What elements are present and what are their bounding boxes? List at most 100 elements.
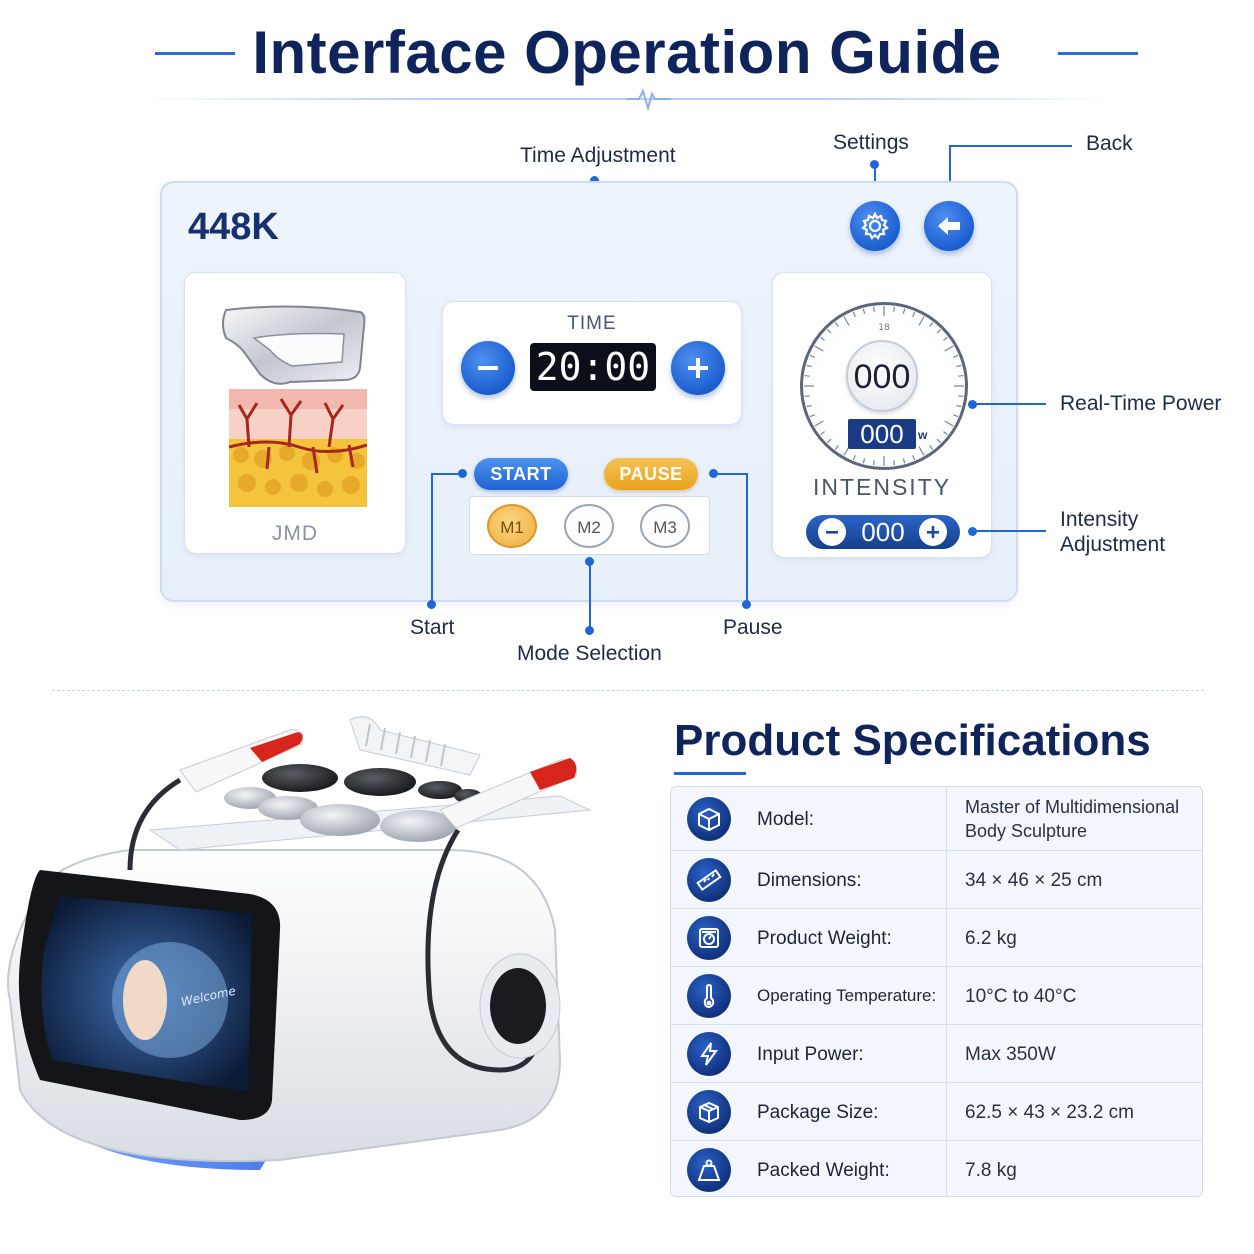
callout-time-adjustment: Time Adjustment <box>520 144 676 167</box>
gauge-tick <box>820 336 825 341</box>
gauge-tick <box>944 420 954 427</box>
arrow-left-icon <box>938 217 960 235</box>
gauge-tick <box>912 311 916 317</box>
callout-dot <box>585 626 594 635</box>
gauge-tick <box>834 445 839 450</box>
callout-mode-selection: Mode Selection <box>517 642 662 665</box>
callout-line <box>972 403 1046 405</box>
gauge-tick <box>929 322 934 327</box>
plus-icon <box>927 526 939 538</box>
specs-title: Product Specifications <box>674 716 1151 765</box>
skin-layer-image <box>229 389 367 507</box>
gauge-tick <box>918 316 925 326</box>
callout-line <box>950 145 1072 147</box>
spec-label: Operating Temperature: <box>757 986 937 1005</box>
gear-icon <box>861 211 889 240</box>
gauge-tick <box>834 322 839 327</box>
time-decrease-button[interactable] <box>461 341 515 395</box>
gauge-tick <box>918 446 925 456</box>
lightning-icon <box>687 1032 731 1076</box>
gauge-tick <box>862 458 866 464</box>
gauge-tick <box>843 316 850 326</box>
gauge-tick <box>852 311 856 317</box>
cube-icon <box>687 797 731 841</box>
gauge-tick <box>929 445 934 450</box>
gauge-tick <box>806 364 812 368</box>
intensity-decrease-button[interactable] <box>818 518 846 546</box>
time-increase-button[interactable] <box>671 341 725 395</box>
spec-value: 10°C to 40°C <box>965 986 1077 1007</box>
title-decoration-right <box>1058 52 1138 55</box>
spec-row-packed-weight <box>671 1141 1202 1196</box>
handpiece-image <box>222 305 366 385</box>
callout-back: Back <box>1086 132 1133 155</box>
minus-icon <box>478 366 498 370</box>
spec-label: Product Weight: <box>757 928 892 949</box>
page-title: Interface Operation Guide <box>252 19 1002 86</box>
callout-pause: Pause <box>723 616 783 639</box>
back-button[interactable] <box>924 201 974 251</box>
weight-icon <box>687 1148 731 1192</box>
gauge-tick <box>944 345 954 352</box>
gauge-tick <box>809 414 815 418</box>
settings-button[interactable] <box>850 201 900 251</box>
spec-value: 34 × 46 × 25 cm <box>965 870 1103 891</box>
spec-label: Input Power: <box>757 1044 864 1065</box>
gauge-tick <box>827 438 832 443</box>
gauge-tick <box>862 308 866 314</box>
callout-dot <box>742 600 751 609</box>
gauge-tick <box>809 354 815 358</box>
callout-line <box>713 473 747 475</box>
power-center-value: 000 <box>846 340 918 412</box>
mode-button-m3[interactable]: M3 <box>640 504 690 548</box>
spec-row-input-power <box>671 1025 1202 1083</box>
intensity-increase-button[interactable] <box>919 518 947 546</box>
spec-row-model <box>671 787 1202 851</box>
gauge-tick <box>936 438 941 443</box>
gauge-tick <box>936 329 941 334</box>
mode-button-m2[interactable]: M2 <box>564 504 614 548</box>
section-divider <box>52 690 1204 691</box>
gauge-tick <box>893 306 896 312</box>
callout-settings: Settings <box>833 131 909 154</box>
gauge-tick <box>956 404 962 408</box>
gauge-tick <box>958 395 964 398</box>
gauge-tick <box>893 460 896 466</box>
start-button[interactable]: START <box>474 458 568 490</box>
callout-line <box>949 145 951 201</box>
callout-line <box>431 473 433 605</box>
spec-row-product-weight <box>671 909 1202 967</box>
gauge-tick <box>814 420 824 427</box>
callout-real-time-power: Real-Time Power <box>1060 392 1222 415</box>
thermometer-icon <box>687 974 731 1018</box>
callout-line <box>432 473 462 475</box>
gauge-ticks: 18 <box>804 306 964 466</box>
ruler-icon <box>687 858 731 902</box>
spec-label: Dimensions: <box>757 870 862 891</box>
gauge-scale-label: 18 <box>878 323 890 333</box>
gauge-tick <box>902 308 906 314</box>
gauge-tick <box>953 414 959 418</box>
spec-value: Max 350W <box>965 1044 1056 1065</box>
gauge-tick <box>912 455 916 461</box>
spec-label: Packed Weight: <box>757 1160 890 1181</box>
real-time-power-readout: 000 <box>848 419 916 449</box>
callout-dot <box>427 600 436 609</box>
specs-column-divider <box>946 787 947 1196</box>
gauge-tick <box>872 306 875 312</box>
minus-icon <box>826 531 838 534</box>
gauge-tick <box>902 458 906 464</box>
callout-intensity-adjustment-line2: Adjustment <box>1060 533 1166 556</box>
pause-button[interactable]: PAUSE <box>604 458 698 490</box>
gauge-tick <box>814 345 824 352</box>
gauge-tick <box>820 431 825 436</box>
callout-line <box>746 473 748 605</box>
mode-button-m1[interactable]: M1 <box>487 504 537 548</box>
intensity-label: INTENSITY <box>812 474 952 500</box>
callout-start: Start <box>410 616 455 639</box>
scale-icon <box>687 916 731 960</box>
pulse-icon <box>627 88 671 112</box>
spec-value: Body Sculpture <box>965 821 1088 841</box>
time-label: TIME <box>567 313 617 334</box>
spec-row-package-size <box>671 1083 1202 1141</box>
